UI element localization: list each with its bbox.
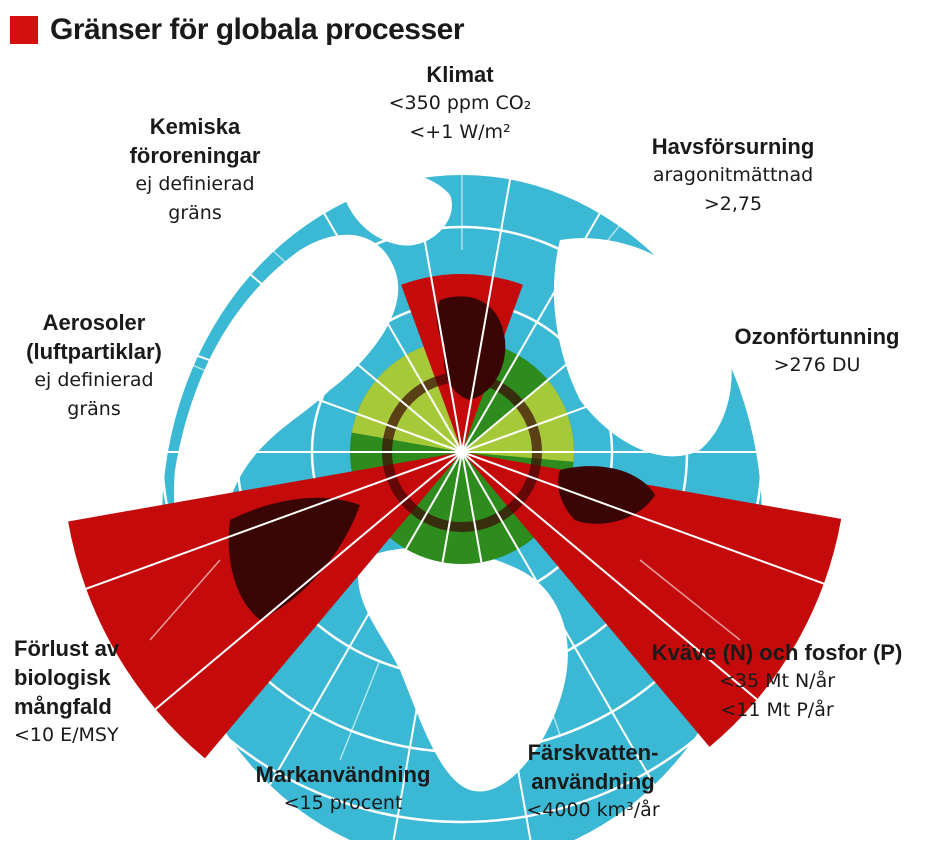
bottom-margin	[0, 840, 925, 848]
label-farskvatten-name-b: användning	[531, 769, 655, 794]
label-kemiska-line2: gräns	[168, 202, 222, 224]
land-asia-dark	[558, 466, 655, 524]
label-klimat: Klimat <350 ppm CO₂ <+1 W/m²	[350, 60, 570, 147]
label-farskvatten-line1: <4000 km³/år	[526, 799, 660, 821]
label-klimat-line2: <+1 W/m²	[409, 121, 511, 143]
label-biologisk-mangfald: Förlust av biologisk mångfald <10 E/MSY	[14, 634, 194, 750]
label-kvave-name: Kväve (N) och fosfor (P)	[651, 640, 903, 665]
grid-spoke-2	[461, 96, 668, 453]
label-markanvandning: Markanvändning <15 procent	[238, 760, 448, 818]
grid-spoke-16	[147, 187, 463, 453]
label-markanvandning-line1: <15 procent	[283, 792, 403, 814]
grid-spoke-6	[461, 451, 848, 594]
label-aerosoler-name-b: (luftpartiklar)	[26, 339, 162, 364]
land-america-dark	[228, 497, 360, 620]
grid-spoke-8	[461, 451, 668, 808]
label-havsforsurning-line1: aragonitmättnad	[652, 164, 814, 186]
wedge-kvave-fosfor	[462, 452, 842, 747]
label-kemiska: Kemiska föroreningar ej definierad gräns	[100, 112, 290, 228]
grid-spoke-17	[256, 96, 463, 453]
grid-spoke-7	[461, 451, 777, 717]
grid-spoke-3	[461, 187, 777, 453]
label-farskvatten: Färskvatten- användning <4000 km³/år	[488, 738, 698, 825]
label-ozon-name: Ozonförtunning	[734, 324, 900, 349]
label-ozonfortunning: Ozonförtunning >276 DU	[712, 322, 922, 380]
label-aerosoler-line2: gräns	[67, 398, 121, 420]
label-aerosoler-line1: ej definierad	[34, 369, 154, 391]
grid-spoke-15	[76, 310, 463, 453]
grid-spoke-13	[76, 451, 463, 594]
grid-spoke-12	[147, 451, 463, 717]
label-bio-line1: <10 E/MSY	[14, 724, 119, 746]
guide-line-3	[649, 349, 721, 391]
title-square-icon	[10, 16, 38, 44]
label-kemiska-line1: ej definierad	[135, 173, 255, 195]
grid-spoke-1	[461, 48, 535, 453]
guide-line-2	[559, 199, 641, 301]
label-havsforsurning-name: Havsförsurning	[651, 134, 815, 159]
grid-spoke-11	[256, 451, 463, 808]
label-klimat-name: Klimat	[426, 62, 494, 87]
label-ozon-line1: >276 DU	[773, 354, 861, 376]
label-kvave-fosfor: Kväve (N) och fosfor (P) <35 Mt N/år <11…	[632, 638, 922, 725]
label-bio-name-b: biologisk	[14, 665, 111, 690]
grid-spoke-4	[461, 310, 848, 453]
label-markanvandning-name: Markanvändning	[255, 762, 431, 787]
label-aerosoler-name-a: Aerosoler	[42, 310, 146, 335]
guide-line-8	[179, 359, 301, 411]
guide-line-6	[339, 659, 381, 761]
label-kvave-line1: <35 Mt N/år	[718, 670, 836, 692]
label-kemiska-name-b: föroreningar	[129, 143, 261, 168]
grid-spoke-18	[389, 48, 463, 453]
label-kemiska-name-a: Kemiska	[149, 114, 241, 139]
label-bio-name-a: Förlust av	[14, 636, 120, 661]
grid-spoke-9	[461, 451, 533, 848]
page-title: Gränser för globala processer	[50, 13, 465, 46]
title-block: Gränser för globala processer	[10, 10, 465, 50]
guide-line-4	[639, 559, 741, 641]
land-north-america	[173, 234, 399, 567]
label-havsforsurning-line2: >2,75	[703, 193, 763, 215]
label-bio-name-c: mångfald	[14, 694, 112, 719]
label-kvave-line2: <11 Mt P/år	[720, 699, 834, 721]
guide-line-9	[249, 229, 361, 331]
guide-line-5	[519, 619, 561, 736]
grid-spoke-10	[391, 451, 463, 848]
label-aerosoler: Aerosoler (luftpartiklar) ej definierad …	[4, 308, 184, 424]
label-farskvatten-name-a: Färskvatten-	[527, 740, 659, 765]
land-greenland	[340, 171, 452, 246]
guide-line-7	[149, 559, 221, 641]
label-havsforsurning: Havsförsurning aragonitmättnad >2,75	[618, 132, 848, 219]
label-klimat-line1: <350 ppm CO₂	[388, 92, 532, 114]
land-africa	[358, 547, 568, 792]
